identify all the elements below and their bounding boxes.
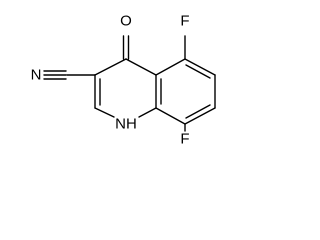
chemical-structure-diagram: F O N F NH bbox=[0, 0, 234, 154]
atom-nh: NH bbox=[115, 116, 137, 133]
atom-nitrogen-nitrile: N bbox=[31, 67, 42, 84]
bond-c4a-c5 bbox=[155, 58, 186, 76]
atom-oxygen: O bbox=[120, 13, 132, 30]
bond-c5-c6 bbox=[184, 58, 216, 76]
bond-c2-n1 bbox=[94, 107, 115, 118]
bond-c4-c3 bbox=[94, 58, 127, 76]
bond-n1-c8a bbox=[138, 107, 157, 118]
atom-fluorine-top: F bbox=[180, 13, 189, 30]
molecule-drawing: F O N F NH bbox=[31, 13, 216, 148]
bond-c8-c8a bbox=[155, 107, 186, 125]
bond-c4-c4a bbox=[125, 58, 157, 76]
bond-c7-c8-inner bbox=[185, 104, 211, 119]
bond-c7-c8 bbox=[184, 107, 216, 125]
bond-c5-c6-inner bbox=[185, 64, 211, 79]
atom-fluorine-bottom: F bbox=[180, 131, 189, 148]
